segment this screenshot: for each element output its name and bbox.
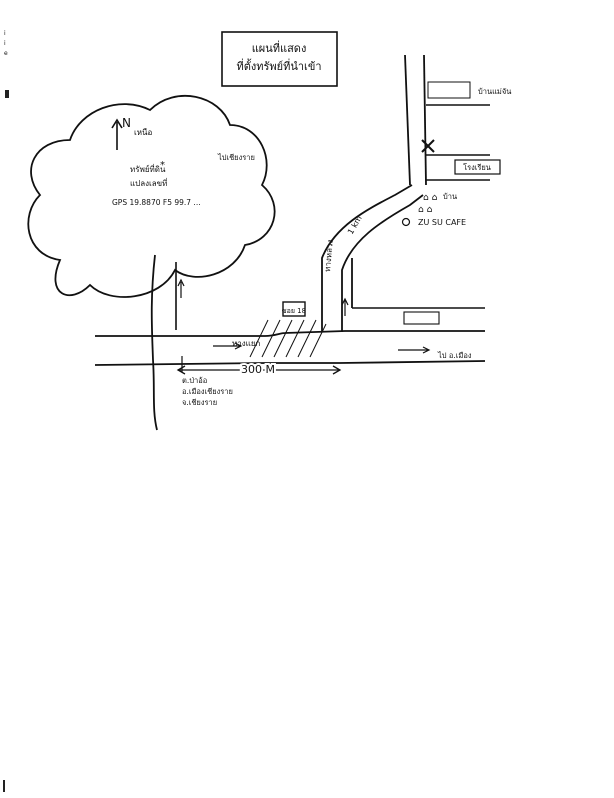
cafe-label: ZU SU CAFE [418, 218, 466, 227]
address-line-1: ต.ป่าอ้อ [182, 376, 207, 385]
right-road-arrowhead [422, 346, 431, 354]
highway-left-edge [321, 184, 413, 332]
main-road-arrowhead [234, 342, 243, 350]
right-road-label: ไป อ.เมือง [437, 351, 472, 360]
margin-mark [3, 780, 5, 792]
property-marker-star: * [160, 160, 165, 171]
property-area-outline [27, 94, 276, 298]
main-road-bottom-edge [94, 360, 486, 366]
address-line-3: จ.เชียงราย [182, 398, 217, 407]
north-building-box [427, 81, 471, 99]
highway-right-edge [341, 194, 424, 332]
address-line-2: อ.เมืองเชียงราย [182, 387, 233, 396]
school-label: โรงเรียน [463, 163, 491, 172]
map-title-line1: แผนที่แสดง [252, 40, 307, 55]
junction-hatch [249, 319, 327, 358]
house-label: บ้าน [443, 192, 457, 201]
junction-label: ทางแยก [232, 339, 261, 348]
title-box [221, 31, 338, 87]
scale-arrow-left [176, 365, 186, 375]
road-upward-note: ไปเชียงราย [217, 153, 255, 162]
map-scale: 300 M [241, 363, 275, 376]
margin-mark [5, 90, 9, 98]
highway-route-label: ทางหลวง [323, 239, 335, 272]
north-word: เหนือ [134, 128, 152, 137]
left-road [150, 254, 158, 431]
school-sign-box [454, 159, 501, 175]
north-road-right [423, 54, 427, 186]
map-title-line2: ที่ตั้งทรัพย์ที่นำเข้า [236, 58, 321, 73]
north-arrowhead [111, 118, 123, 129]
property-label-line1: ทรัพย์ที่ดิน [130, 163, 166, 174]
margin-mark: i [4, 30, 6, 37]
main-road-top-edge [95, 330, 485, 337]
margin-mark: i [4, 40, 6, 47]
property-label-line2: แปลงเลขที่ [130, 177, 167, 188]
cafe-icon [401, 217, 411, 227]
km-marker: 1 km [346, 214, 364, 236]
scale-arrow-right [332, 365, 342, 375]
soi-label: ซอย 18 [282, 307, 306, 315]
east-building-box [403, 311, 440, 325]
highway-arrowhead [341, 297, 349, 306]
north-mark: N [122, 116, 131, 130]
house-icon: ⌂ ⌂ [423, 193, 438, 203]
destination-x-icon [421, 139, 435, 153]
left-road-arrowhead [177, 278, 185, 287]
north-road-left [404, 54, 411, 186]
margin-mark: e [4, 50, 8, 57]
top-right-label: บ้านแม่จัน [478, 87, 511, 96]
soi-sign-box [282, 301, 306, 317]
property-coords: GPS 19.8870 F5 99.7 ... [112, 198, 201, 207]
house-icon: ⌂ ⌂ [418, 205, 433, 215]
